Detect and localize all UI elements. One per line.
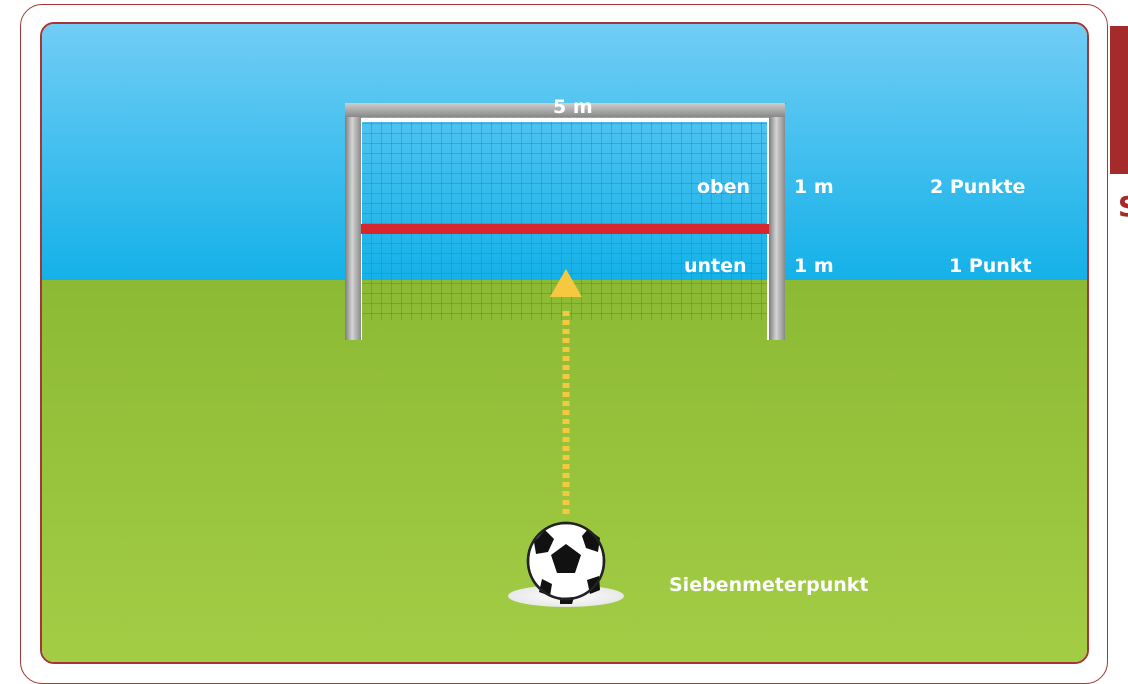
scene-graphic bbox=[42, 24, 1089, 664]
side-tab-letter: S bbox=[1118, 193, 1128, 221]
zone-divider-line bbox=[360, 224, 770, 234]
right-post bbox=[769, 103, 785, 340]
upper-zone-points: 2 Punkte bbox=[930, 178, 1025, 197]
lower-zone-name: unten bbox=[684, 257, 747, 276]
side-tab bbox=[1110, 26, 1128, 174]
goal-width-label: 5 m bbox=[553, 98, 593, 117]
penalty-spot-label: Siebenmeterpunkt bbox=[669, 576, 869, 595]
ball-icon bbox=[528, 523, 604, 604]
penalty-scene: 5 m oben 1 m 2 Punkte unten 1 m 1 Punkt … bbox=[40, 22, 1089, 664]
lower-zone-height: 1 m bbox=[794, 257, 834, 276]
upper-zone-name: oben bbox=[697, 178, 750, 197]
left-post bbox=[345, 103, 361, 340]
upper-zone-height: 1 m bbox=[794, 178, 834, 197]
lower-zone-points: 1 Punkt bbox=[949, 257, 1032, 276]
